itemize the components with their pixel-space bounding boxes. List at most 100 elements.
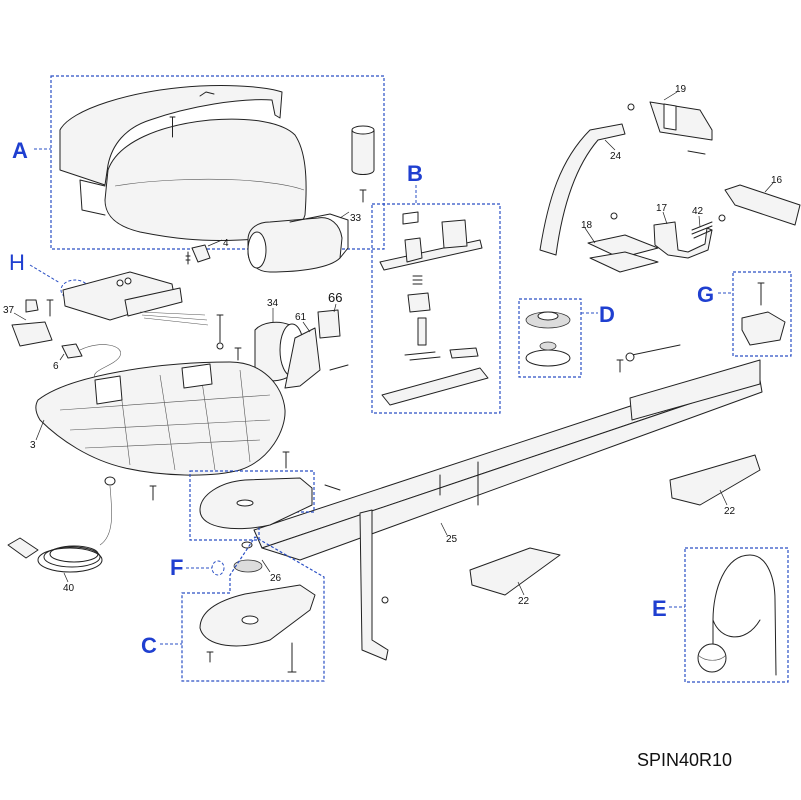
hanger-nut [381,596,389,604]
c-long-bolt [287,642,297,673]
part-33-label: 33 [350,213,362,224]
cover-edge-line [114,178,305,191]
leader-66 [333,303,337,313]
part-37: 37 [3,299,53,347]
part-19-label: 19 [675,84,687,95]
group-f-label: F [170,555,183,580]
bolt-19 [687,150,706,155]
leader-6 [59,353,65,361]
side-bolt [324,484,341,491]
leader-25 [440,522,448,536]
part-25-label: 25 [446,534,458,545]
lower-housing-hole [241,615,259,625]
group-d: D [518,298,615,378]
c-small-screw [206,651,214,663]
release-slider [381,367,489,406]
group-a-box [50,75,385,250]
leader-22-left [517,581,525,596]
part-17-label: 17 [656,203,668,214]
board-button-1 [116,279,124,287]
bracket-17 [653,221,713,259]
group-g: G [697,271,792,357]
part-37-label: 37 [3,305,15,316]
part-22-right-label: 22 [724,506,736,517]
part-6-body [61,343,83,359]
cord-wire [99,485,112,546]
long-bolt-middle [631,344,681,356]
group-b: B [371,161,501,414]
leader-42 [698,215,701,228]
leader-18 [584,227,596,244]
base-plate-3: 3 [30,361,286,476]
part-42-label: 42 [692,206,704,217]
part-24-label: 24 [610,151,622,162]
leader-17 [662,211,668,225]
g-slider [741,311,786,346]
part-40-label: 40 [63,583,75,594]
bracket-19 [649,101,713,141]
release-bar [449,347,479,359]
long-bolt-head [625,352,635,362]
group-f-circle [211,560,225,576]
clip-22-right-body [669,454,761,506]
part-6: 6 [53,343,121,379]
release-knob-band [697,654,727,661]
top-cover-shell [59,84,283,186]
part-26-label-backdrop [268,572,284,583]
drive-gear [233,559,263,573]
board-ribbon [139,311,209,326]
small-screw [234,347,242,361]
group-h: H [9,250,209,326]
cover-cap-top [351,125,375,135]
group-b-box [371,203,501,414]
leader-37 [13,312,27,321]
release-knob [697,643,727,673]
base-plate-boss [181,363,213,389]
spring-42 [691,221,713,239]
group-c-label: C [141,633,157,658]
bracket-16 [724,184,801,226]
plate-18-bottom [589,251,659,273]
small-bracket [402,211,419,225]
group-h-label: H [9,250,25,275]
part-22-left-label: 22 [518,596,530,607]
base-plate-grid [59,367,271,471]
gear-cap [241,541,253,549]
release-block [441,219,468,249]
rail-joints [439,461,479,506]
cord-coil-2 [43,546,101,568]
group-e-label: E [652,596,667,621]
rail-side [261,379,763,561]
part-66-label: 66 [328,290,342,305]
nut-19 [627,103,635,111]
terminal-clip [25,299,39,313]
part-34-label: 34 [267,298,279,309]
group-a-label: A [12,138,28,163]
cover-side-flap [79,179,106,216]
release-cord-loop [712,619,761,638]
pulley-cover-hole [236,499,254,507]
part-26-label: 26 [270,573,282,584]
leader-24 [604,139,616,151]
release-pin [417,317,427,346]
cord-grommet [104,476,116,486]
part-4: 4 [185,238,229,265]
group-a: A [12,75,385,250]
washer [216,342,224,350]
power-cord-40: 40 [7,476,157,594]
cover-cap-cylinder [351,130,375,175]
leader-3 [35,419,45,441]
group-b-label: B [407,161,423,186]
rail-25: 25 [253,359,763,661]
leader-22-right [719,489,728,506]
leader-19 [663,91,678,101]
release-cube [407,292,431,313]
release-spring [412,275,423,285]
bearing [539,341,557,351]
part-26: 26 [261,559,284,584]
group-e: E [652,547,789,683]
group-f: F [170,451,341,580]
clip-22-left-body [469,547,561,596]
release-lever [404,351,441,361]
